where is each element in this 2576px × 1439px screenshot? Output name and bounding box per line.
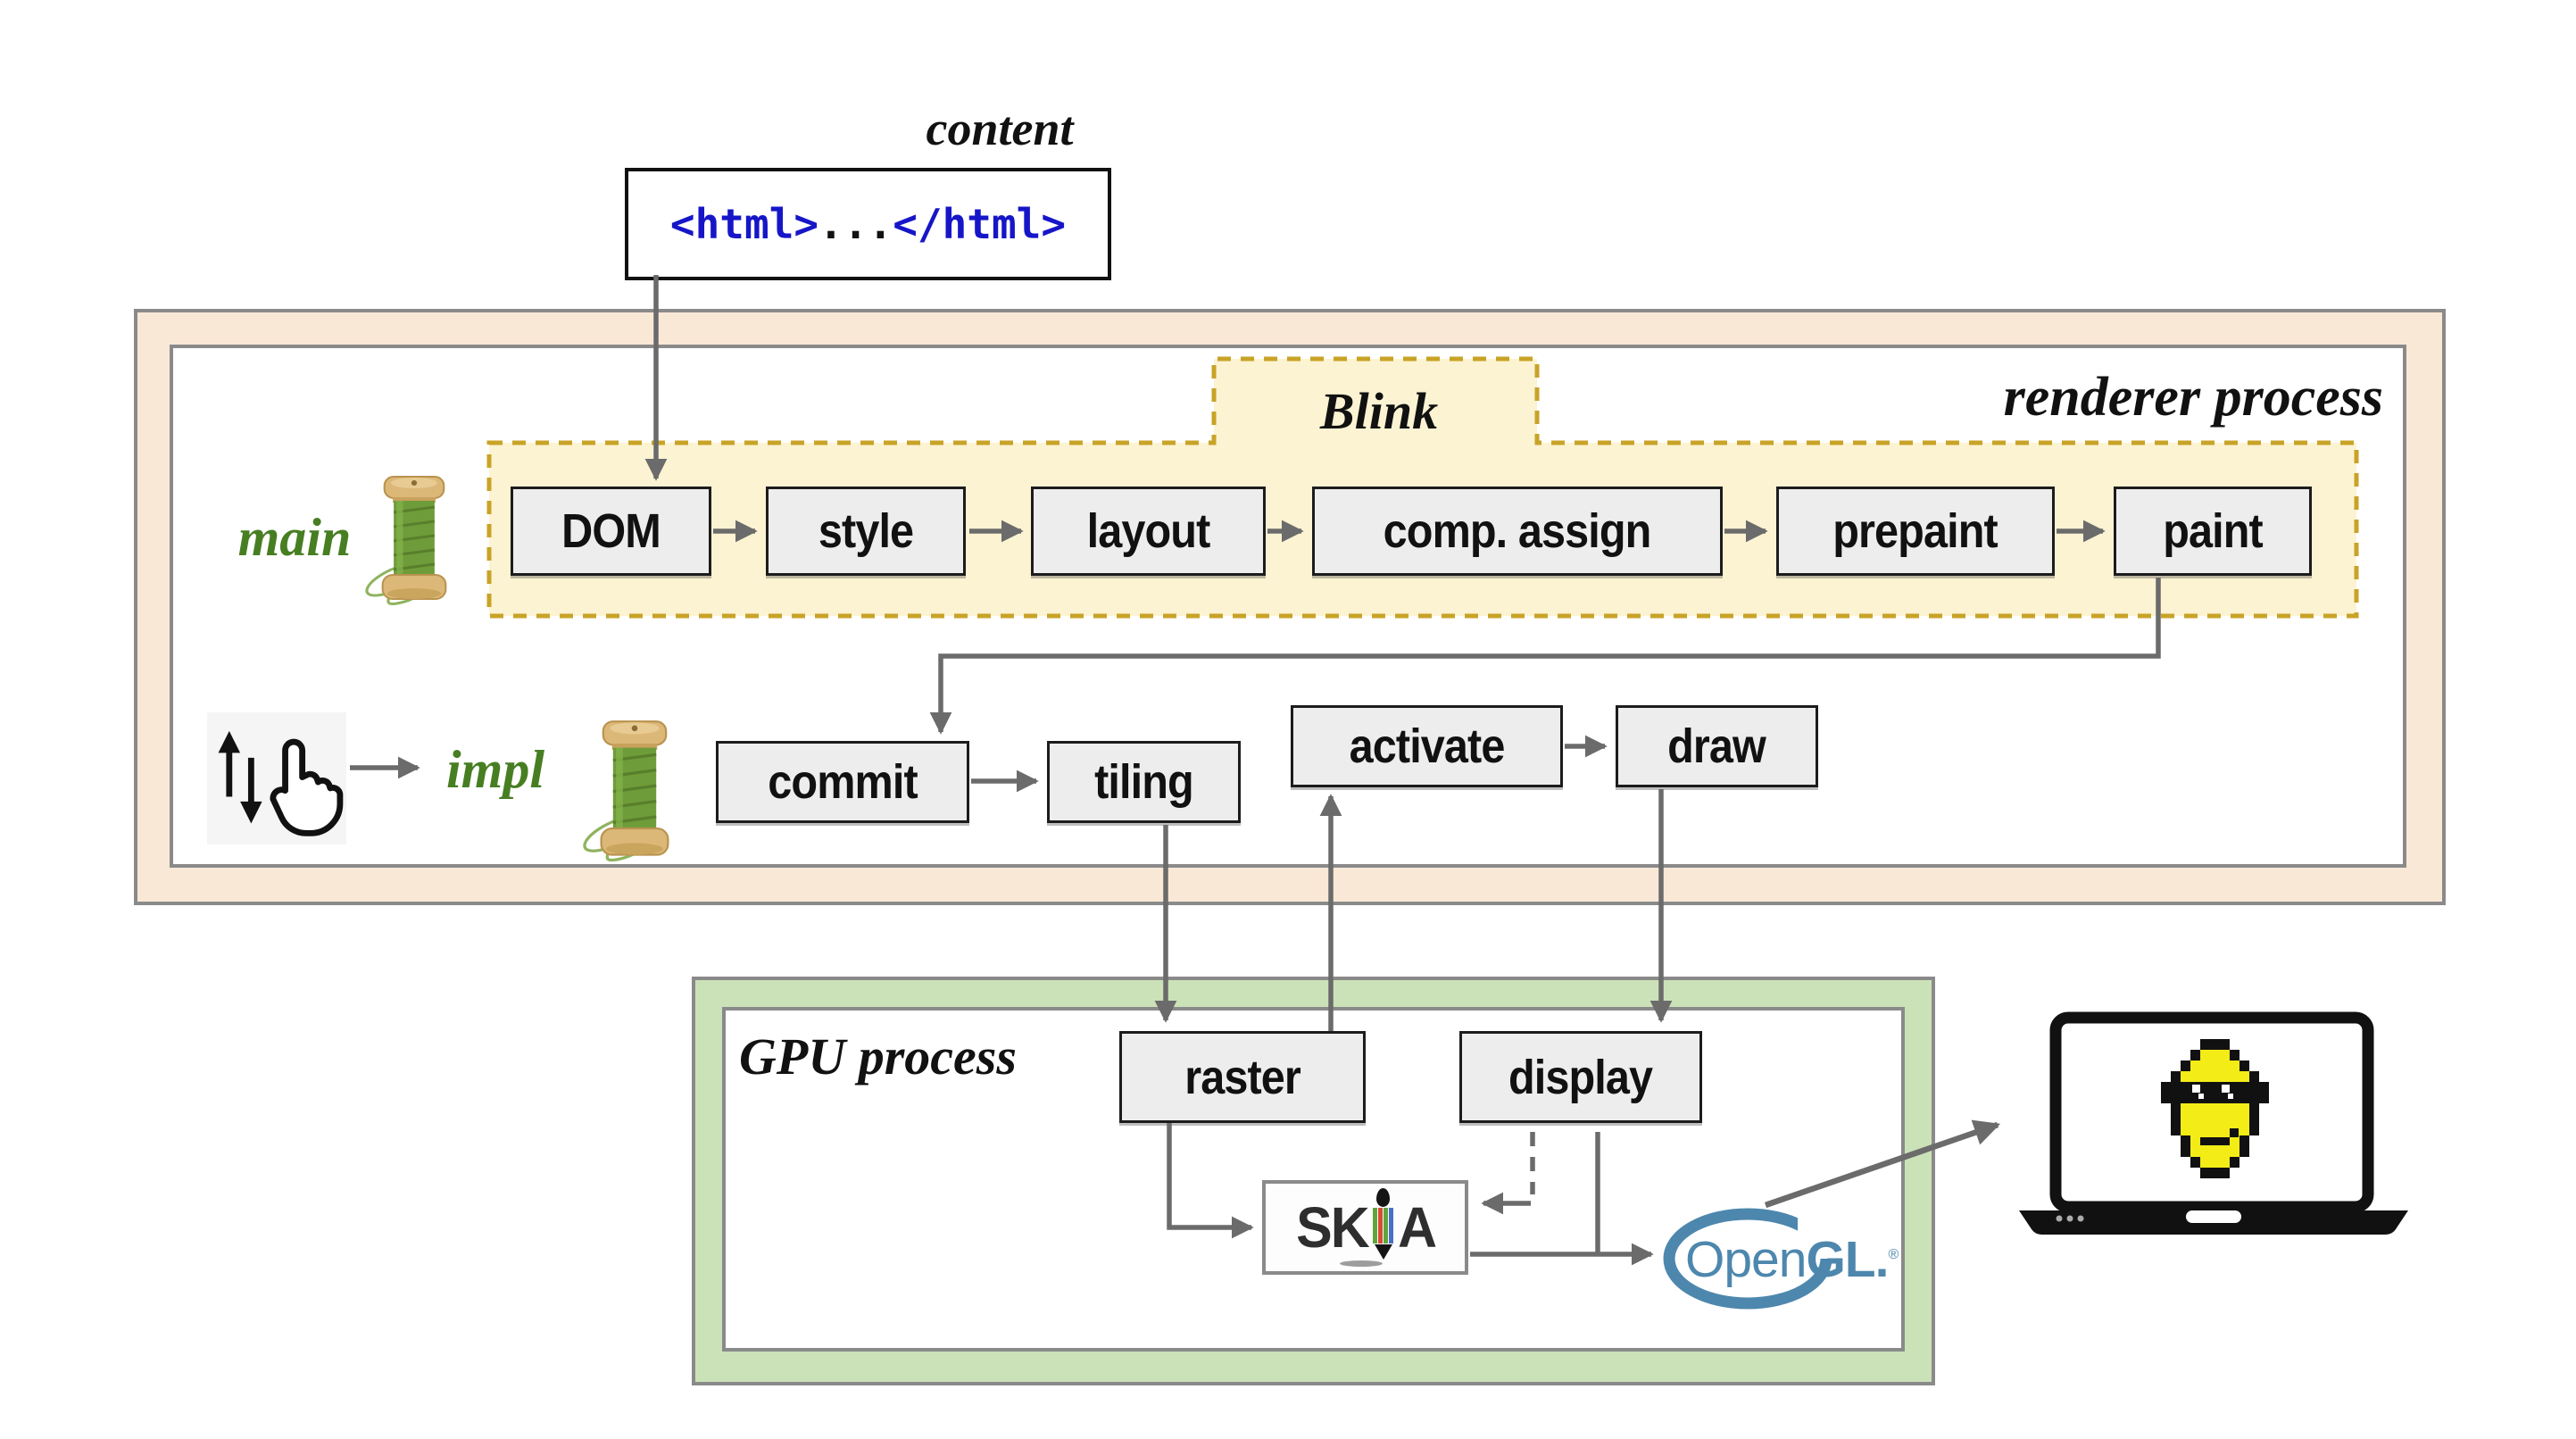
- html-dots: ...: [819, 200, 893, 248]
- html-source-code: <html>...</html>: [670, 200, 1066, 248]
- stage-commit: commit: [716, 741, 969, 823]
- opengl-logo: OpenGL.®: [1662, 1203, 1899, 1312]
- skia-logo: SK A: [1294, 1188, 1437, 1267]
- laptop-notch: [2186, 1210, 2241, 1223]
- skia-letters-sk: SK: [1296, 1195, 1370, 1260]
- opengl-open: Open: [1685, 1231, 1807, 1288]
- content-label-text: content: [926, 102, 1074, 155]
- gpu-process-label-text: GPU process: [739, 1027, 1017, 1085]
- stage-commit-label: commit: [768, 755, 918, 809]
- opengl-registered-mark: ®: [1888, 1247, 1899, 1262]
- renderer-process-label-text: renderer process: [2003, 367, 2383, 428]
- content-label: content: [857, 96, 1143, 161]
- stage-raster: raster: [1119, 1031, 1366, 1123]
- renderer-process-label: renderer process: [1919, 366, 2383, 429]
- stage-paint: paint: [2114, 487, 2312, 576]
- stage-prepaint-label: prepaint: [1832, 504, 1998, 558]
- stage-style: style: [766, 487, 966, 576]
- stage-raster-label: raster: [1184, 1050, 1301, 1104]
- scroll-arrows-icon: [218, 730, 262, 824]
- stage-activate: activate: [1291, 705, 1563, 787]
- stage-style-label: style: [818, 504, 914, 558]
- stage-draw-label: draw: [1667, 720, 1767, 773]
- stage-tiling-label: tiling: [1094, 755, 1194, 809]
- opengl-gl: GL: [1806, 1231, 1875, 1288]
- stage-display-label: display: [1508, 1050, 1653, 1104]
- blink-label: Blink: [1245, 378, 1513, 443]
- stage-layout-label: layout: [1086, 504, 1211, 558]
- stage-display: display: [1459, 1031, 1702, 1123]
- blink-label-text: Blink: [1319, 381, 1439, 440]
- stage-layout: layout: [1031, 487, 1266, 576]
- html-close-tag: </html>: [893, 200, 1067, 248]
- opengl-dot: .: [1874, 1231, 1890, 1288]
- stage-prepaint: prepaint: [1776, 487, 2055, 576]
- html-open-tag: <html>: [669, 200, 819, 248]
- skia-logo-box: SK A: [1262, 1180, 1468, 1275]
- smiley-mouth: [2200, 1137, 2230, 1145]
- impl-label-text: impl: [445, 739, 544, 799]
- input-gesture-block: [207, 712, 346, 844]
- opengl-ellipse-icon: [1663, 1208, 1880, 1310]
- stage-comp-assign-label: comp. assign: [1384, 504, 1652, 558]
- gpu-process-label: GPU process: [739, 1027, 1150, 1086]
- stage-paint-label: paint: [2163, 504, 2264, 558]
- stage-tiling: tiling: [1047, 741, 1241, 823]
- gesture-icons: [218, 730, 344, 836]
- stage-activate-label: activate: [1349, 720, 1506, 773]
- opengl-text: OpenGL.®: [1685, 1230, 1899, 1289]
- main-label-text: main: [237, 507, 352, 567]
- stage-dom: DOM: [511, 487, 711, 576]
- laptop-icon: [2019, 1011, 2408, 1235]
- impl-thread-label: impl: [428, 736, 562, 803]
- content-html-box: <html>...</html>: [625, 168, 1111, 280]
- pixel-smiley-icon: [2161, 1039, 2269, 1178]
- touch-hand-icon: [270, 738, 344, 836]
- stage-comp-assign: comp. assign: [1312, 487, 1723, 576]
- skia-letter-a: A: [1397, 1195, 1437, 1260]
- main-thread-label: main: [161, 502, 428, 573]
- skia-pencil-icon: [1339, 1188, 1395, 1267]
- stage-dom-label: DOM: [561, 504, 661, 558]
- stage-draw: draw: [1616, 705, 1818, 787]
